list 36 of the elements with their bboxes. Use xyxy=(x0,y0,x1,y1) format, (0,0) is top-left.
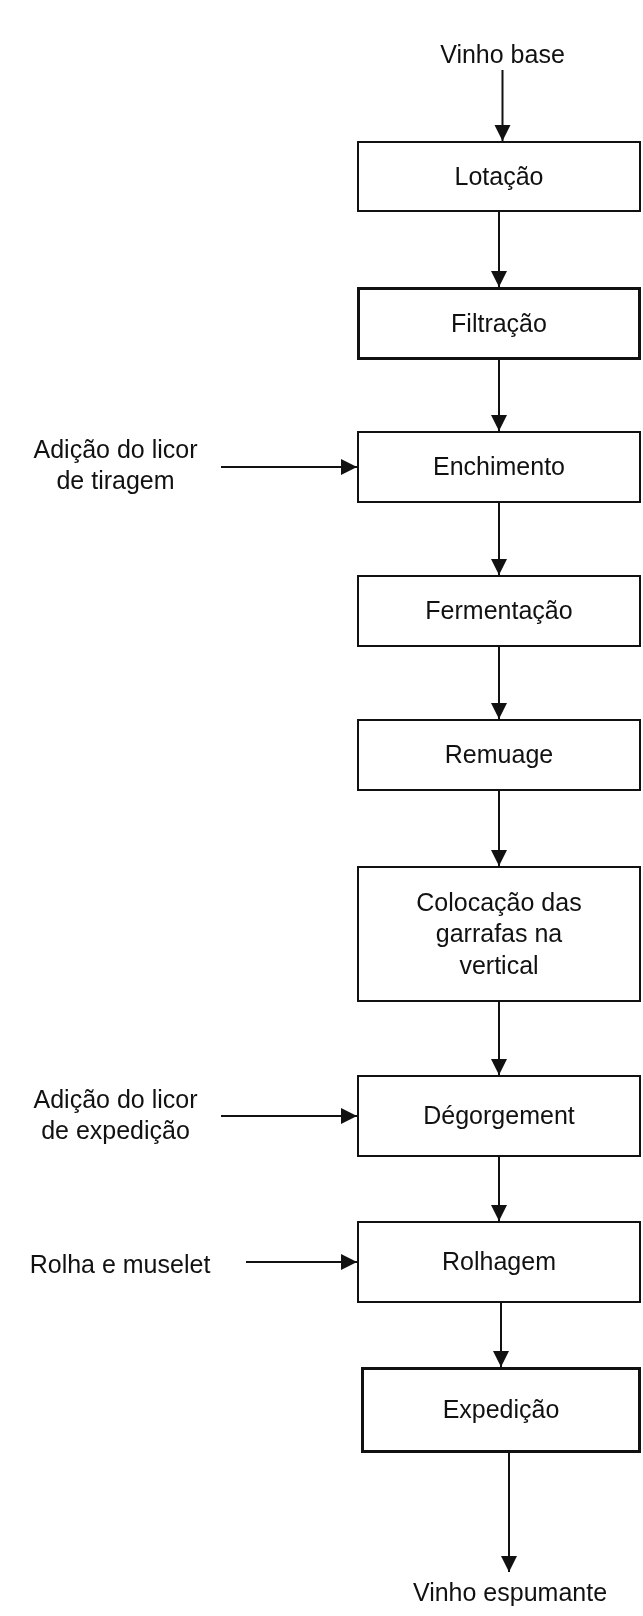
flow-label: Rolha e muselet xyxy=(2,1247,238,1283)
arrow xyxy=(220,1108,358,1124)
step-label: Fermentação xyxy=(425,595,573,627)
arrow xyxy=(491,646,507,720)
arrow xyxy=(493,1302,509,1368)
flow-label: Adição do licor de expedição xyxy=(18,1081,213,1149)
flow-label: Adição do licor de tiragem xyxy=(18,431,213,499)
arrow xyxy=(245,1254,358,1270)
step-label: Dégorgement xyxy=(423,1100,575,1132)
arrow xyxy=(491,359,507,432)
process-box xyxy=(357,1221,641,1303)
flow-label: Vinho espumante xyxy=(400,1572,620,1608)
process-box xyxy=(357,287,641,360)
arrow xyxy=(491,1001,507,1076)
step-label: Colocação das garrafas na vertical xyxy=(415,887,583,981)
arrow xyxy=(491,1156,507,1222)
process-box xyxy=(357,575,641,647)
step-label: Expedição xyxy=(442,1394,560,1426)
step-label: Enchimento xyxy=(433,451,565,483)
step-label: Filtração xyxy=(451,307,547,339)
arrow xyxy=(491,211,507,288)
process-box xyxy=(357,141,641,212)
process-box xyxy=(361,1367,641,1453)
process-box xyxy=(357,866,641,1002)
step-label: Remuage xyxy=(444,739,554,771)
step-label: Rolhagem xyxy=(442,1246,556,1278)
arrow xyxy=(501,1452,517,1573)
flow-label: Vinho base xyxy=(420,40,585,70)
process-box xyxy=(357,719,641,791)
process-box xyxy=(357,1075,641,1157)
arrow xyxy=(491,790,507,867)
arrow xyxy=(220,459,358,475)
process-box xyxy=(357,431,641,503)
arrow xyxy=(491,502,507,576)
arrow xyxy=(494,69,511,142)
step-label: Lotação xyxy=(454,160,544,192)
